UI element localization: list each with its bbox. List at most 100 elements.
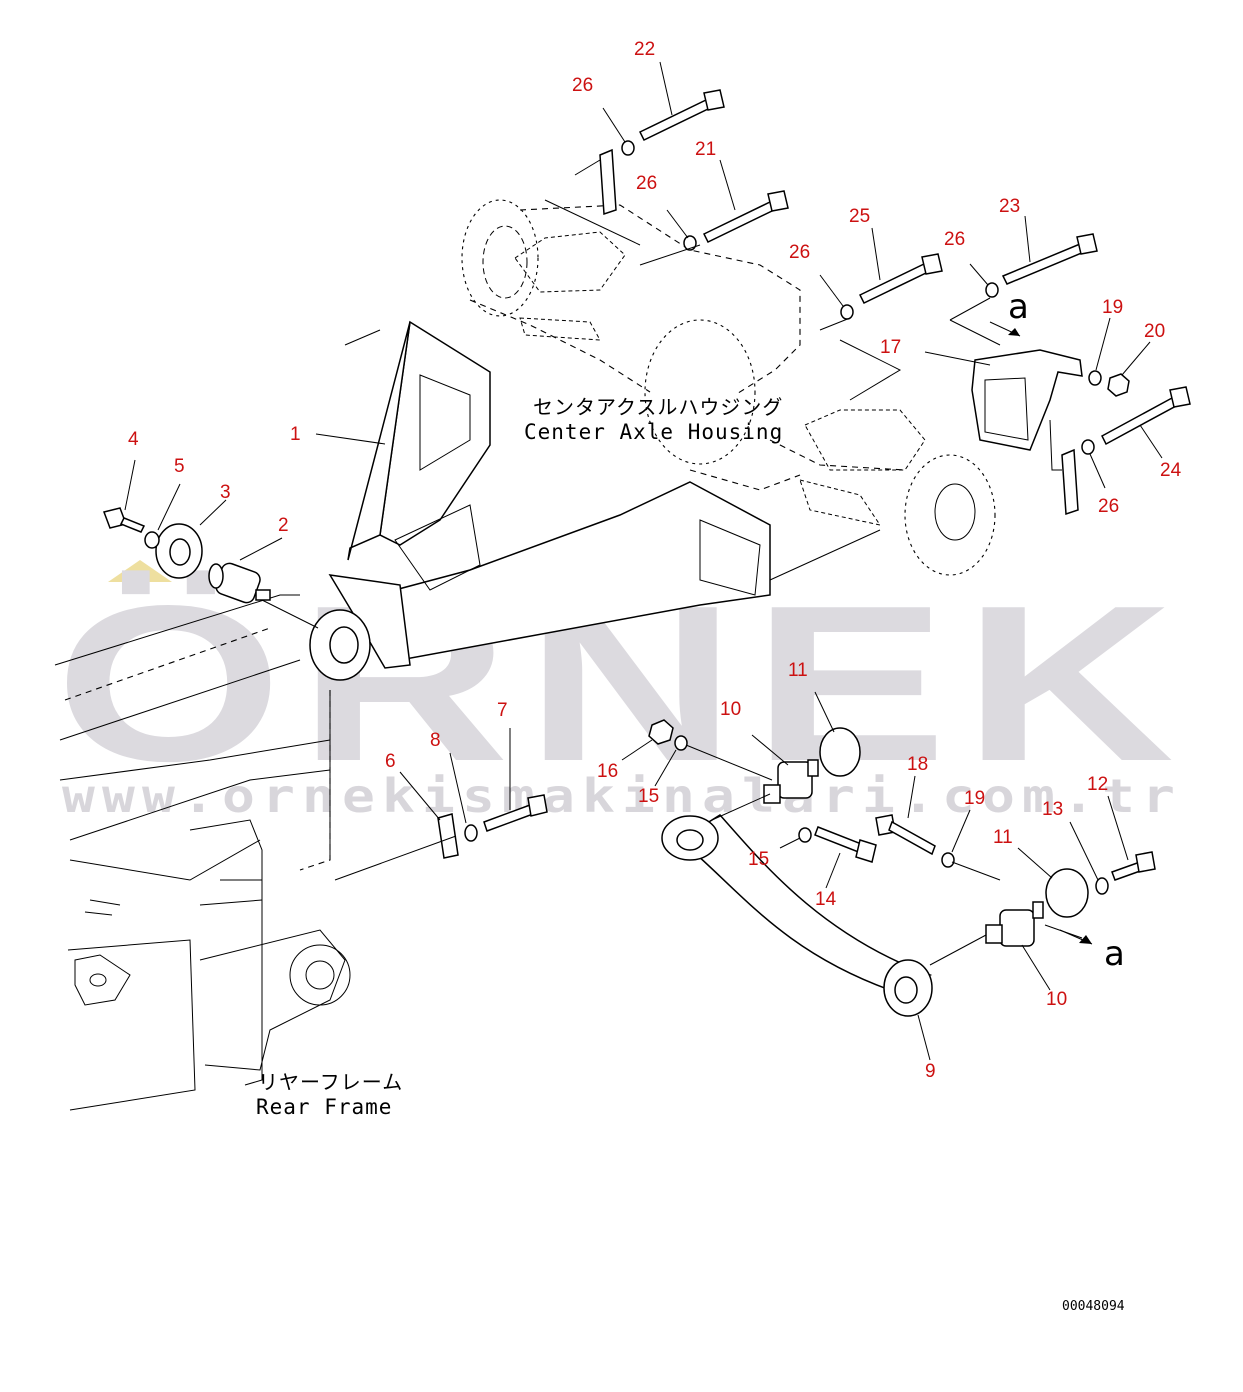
bushing-2	[208, 562, 271, 604]
bolt-22-head	[703, 89, 725, 111]
leader-8	[449, 752, 467, 824]
rear-frame-label-en: Rear Frame	[256, 1095, 392, 1119]
axle-body-lower	[469, 299, 651, 393]
callout-21: 21	[695, 139, 716, 160]
a-frame-lower-pad	[699, 519, 761, 596]
center-axle-housing: センタアクスルハウジング Center Axle Housing	[461, 199, 996, 576]
washer-26-d	[985, 282, 999, 298]
connect-17-link	[1049, 419, 1062, 471]
bolt-21-head	[767, 190, 789, 212]
watermark-accent	[108, 560, 172, 582]
link-top-left	[599, 148, 617, 216]
leader-26-d	[969, 263, 989, 286]
axle-body-right	[769, 439, 906, 471]
connect-2-1	[261, 599, 319, 629]
rear-frame-plate	[189, 819, 263, 1086]
rear-frame-mount-bore	[305, 960, 335, 990]
axle-center-flange	[644, 319, 756, 465]
washer-26-e	[1081, 439, 1095, 455]
bolt-18-shank	[888, 820, 936, 856]
rear-frame-dash-1	[64, 627, 271, 701]
lateral-rod-left-bore	[676, 829, 704, 851]
washer-15-lower	[798, 827, 812, 843]
callout-19-top: 19	[1102, 297, 1123, 318]
leader-6	[399, 771, 441, 821]
leader-12	[1107, 795, 1129, 861]
rear-frame-bracket	[84, 899, 121, 916]
leader-15-top	[654, 749, 677, 787]
assembly-lines: a a	[261, 159, 1125, 974]
a-frame-upper-arm	[379, 320, 491, 546]
leader-26-b	[666, 209, 689, 239]
a-frame-upper-arm-side	[347, 321, 411, 561]
leader-20	[1121, 341, 1151, 376]
callout-18: 18	[907, 754, 928, 775]
plate-3-hole	[169, 538, 191, 566]
leader-26-c	[819, 274, 844, 307]
bolt-24-shank	[1101, 396, 1177, 446]
callout-23: 23	[999, 196, 1020, 217]
callout-22: 22	[634, 39, 655, 60]
washer-13	[1095, 877, 1109, 895]
bracket-17-plate	[984, 377, 1029, 441]
leader-9	[917, 1014, 931, 1061]
bushing-10-lower-pin	[985, 924, 1003, 944]
link-right	[1061, 448, 1079, 516]
a-frame-link	[309, 320, 771, 681]
callout-10-lower: 10	[1046, 989, 1067, 1010]
connect-25	[819, 317, 902, 401]
rear-frame: リヤーフレーム Rear Frame	[54, 594, 402, 1119]
washer-19-top	[1088, 370, 1102, 386]
callout-11-top: 11	[788, 660, 808, 681]
leader-23	[1024, 215, 1031, 263]
washer-26-c	[840, 304, 854, 320]
nut-16	[648, 719, 674, 745]
rear-frame-edge-2	[59, 659, 301, 741]
leader-2	[239, 537, 283, 561]
callout-13: 13	[1042, 799, 1063, 820]
washer-26-b	[683, 235, 697, 251]
callout-26-c: 26	[789, 242, 810, 263]
leader-25	[871, 227, 881, 281]
callout-leaders	[124, 61, 1163, 1061]
bolt-7-head	[527, 794, 548, 817]
connect-link-axle	[544, 159, 641, 246]
leader-16	[621, 739, 653, 761]
bushing-2-pin	[255, 589, 271, 601]
axle-chain-right	[799, 479, 882, 526]
rear-frame-mount	[199, 929, 346, 1071]
leader-15-lower	[779, 837, 801, 849]
callout-numbers: 1 2 3 4 5 6 7 8 9 10 10 11 11 12 13 14 1…	[128, 39, 1182, 1082]
bolt-14-shank	[814, 826, 865, 854]
axle-cover-plate-left	[514, 231, 626, 293]
leader-26-e	[1089, 453, 1106, 489]
leader-21	[719, 159, 736, 211]
callout-5: 5	[174, 456, 185, 477]
callout-15-top: 15	[638, 786, 659, 807]
washer-15-top	[674, 735, 688, 751]
callout-9: 9	[925, 1061, 936, 1082]
center-axle-label-en: Center Axle Housing	[524, 420, 783, 444]
bracket-17	[971, 349, 1083, 451]
hardware	[103, 89, 1191, 947]
callout-26-a: 26	[572, 75, 593, 96]
leader-11-top	[814, 691, 835, 733]
bolt-25-head	[921, 253, 943, 275]
arrow-a-top-head	[1008, 328, 1020, 336]
leader-4	[124, 459, 136, 511]
leader-19-lower	[951, 809, 971, 853]
connect-6-frame	[334, 835, 457, 881]
leader-14	[825, 852, 841, 889]
leader-3	[199, 499, 227, 526]
leader-5	[157, 483, 181, 531]
axle-right-flange	[904, 454, 996, 576]
axle-body-mid	[689, 469, 801, 491]
bolt-12-head	[1135, 851, 1156, 873]
washer-26-a	[621, 140, 635, 156]
rear-frame-edge-3	[59, 739, 331, 781]
callout-8: 8	[430, 730, 441, 751]
a-frame-web	[394, 504, 481, 591]
lateral-rod	[661, 814, 933, 1017]
center-axle-label-jp: センタアクスルハウジング	[533, 395, 783, 419]
